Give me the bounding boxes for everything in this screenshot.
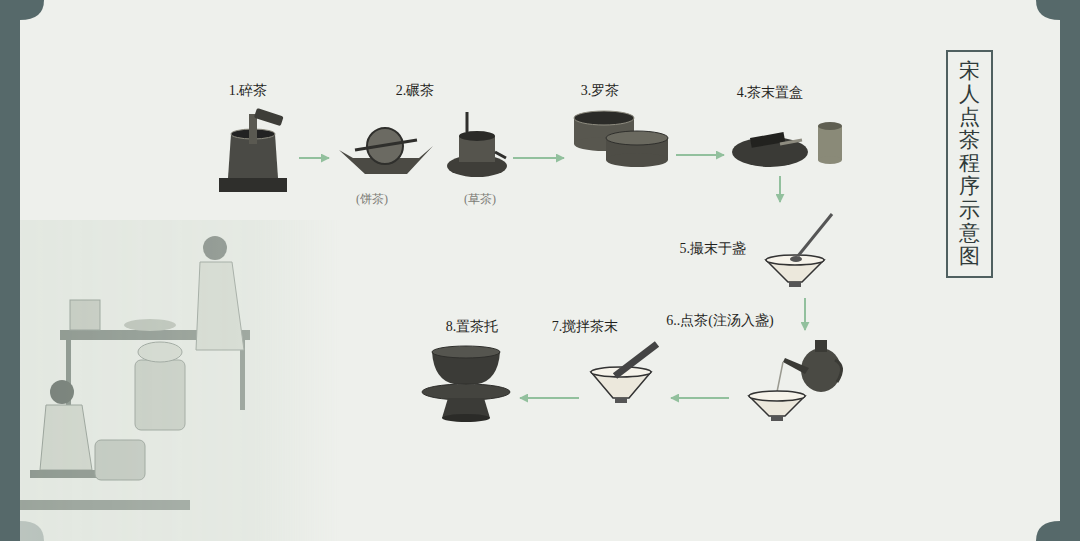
title-panel: 宋人点茶程序示意图 xyxy=(946,50,993,278)
drawing-part xyxy=(124,319,176,331)
process-step: 3.罗茶 xyxy=(570,108,670,170)
frame-bar xyxy=(1060,0,1080,541)
process-step: 6..点茶(注汤入盏) xyxy=(735,336,845,422)
flow-arrow xyxy=(779,176,781,202)
step-label: 5.撮末于盏 xyxy=(680,240,747,258)
process-step: 4.茶末置盒 xyxy=(730,114,845,170)
step-illustration xyxy=(735,336,845,422)
step-illustration xyxy=(752,208,834,292)
drawing-part xyxy=(422,384,510,400)
drawing-part xyxy=(20,220,340,541)
song-painting xyxy=(20,220,340,541)
drawing-part xyxy=(203,236,227,260)
frame-bar xyxy=(0,0,20,541)
drawing-part xyxy=(783,358,809,374)
flow-arrow xyxy=(804,298,806,330)
drawing-part xyxy=(466,112,469,132)
frame-corner xyxy=(1036,0,1060,20)
flow-arrow xyxy=(671,397,729,399)
process-step: 2.碾茶(饼茶)(草茶) xyxy=(335,106,507,184)
drawing-part xyxy=(771,416,783,421)
step-label: 2.碾茶 xyxy=(396,82,435,100)
process-step: 7.搅拌茶末 xyxy=(585,342,665,408)
drawing-part xyxy=(606,153,668,167)
step-illustration xyxy=(730,114,845,170)
drawing-part xyxy=(459,131,495,141)
drawing-part xyxy=(574,111,634,125)
process-step: 1.碎茶 xyxy=(213,106,293,194)
drawing-part xyxy=(249,114,257,144)
title-text: 宋人点茶程序示意图 xyxy=(959,60,980,268)
step-illustration xyxy=(335,106,507,184)
drawing-part xyxy=(815,340,827,352)
drawing-part xyxy=(790,256,802,262)
step-label: 8.置茶托 xyxy=(446,318,499,336)
process-step: 8.置茶托 xyxy=(418,342,514,422)
sub-label: (草茶) xyxy=(464,190,496,208)
drawing-part xyxy=(615,344,657,376)
drawing-part xyxy=(219,178,287,192)
drawing-part xyxy=(749,391,805,401)
drawing-part xyxy=(495,152,506,158)
step-illustration xyxy=(570,108,670,170)
flow-arrow xyxy=(676,154,724,156)
step-illustration xyxy=(418,342,514,422)
step-illustration xyxy=(585,342,665,408)
drawing-part xyxy=(70,300,100,330)
sub-label: (饼茶) xyxy=(356,190,388,208)
step-label: 3.罗茶 xyxy=(581,82,620,100)
drawing-part xyxy=(789,282,801,287)
drawing-part xyxy=(254,108,284,126)
drawing-part xyxy=(818,126,842,160)
drawing-part xyxy=(750,132,785,148)
drawing-part xyxy=(355,140,417,150)
drawing-part xyxy=(606,131,668,145)
drawing-part xyxy=(818,156,842,164)
step-label: 6..点茶(注汤入盏) xyxy=(666,312,773,330)
flow-arrow xyxy=(513,157,564,159)
drawing-part xyxy=(20,500,190,510)
step-label: 4.茶末置盒 xyxy=(737,84,804,102)
drawing-part xyxy=(818,122,842,130)
drawing-part xyxy=(95,440,145,480)
step-label: 7.搅拌茶末 xyxy=(552,318,619,336)
drawing-part xyxy=(835,360,842,382)
flow-arrow xyxy=(520,397,579,399)
frame-corner xyxy=(20,0,44,20)
drawing-part xyxy=(196,262,244,350)
drawing-part xyxy=(766,255,824,265)
drawing-part xyxy=(432,346,500,358)
drawing-part xyxy=(442,414,490,422)
frame-corner xyxy=(1036,521,1060,541)
drawing-part xyxy=(777,362,783,392)
drawing-part xyxy=(50,380,74,404)
step-illustration xyxy=(213,106,293,194)
drawing-part xyxy=(615,398,627,403)
drawing-part xyxy=(135,360,185,430)
drawing-part xyxy=(40,405,92,470)
flow-arrow xyxy=(299,157,329,159)
drawing-part xyxy=(798,214,832,256)
drawing-part xyxy=(780,140,802,144)
step-label: 1.碎茶 xyxy=(229,82,268,100)
drawing-part xyxy=(138,342,182,362)
process-step: 5.撮末于盏 xyxy=(752,208,834,292)
